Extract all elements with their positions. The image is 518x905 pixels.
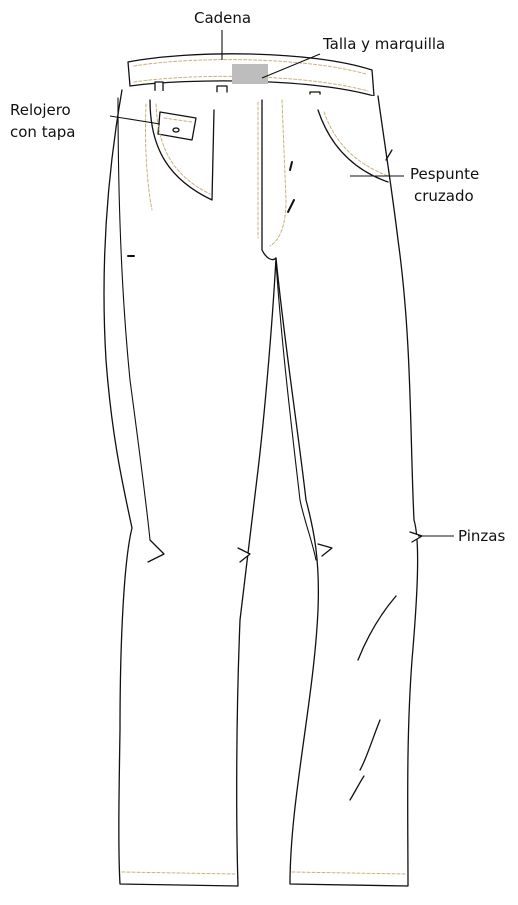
label-cadena: Cadena	[194, 8, 251, 28]
label-pespunte: Pespunte	[410, 164, 479, 184]
label-relojero: Relojero	[10, 100, 71, 120]
size-label-patch	[232, 64, 268, 84]
label-cruzado: cruzado	[414, 186, 474, 206]
pants-outline	[104, 90, 418, 886]
label-pinzas: Pinzas	[458, 526, 505, 546]
label-con-tapa: con tapa	[10, 122, 76, 142]
label-talla-y-marquilla: Talla y marquilla	[323, 34, 445, 54]
